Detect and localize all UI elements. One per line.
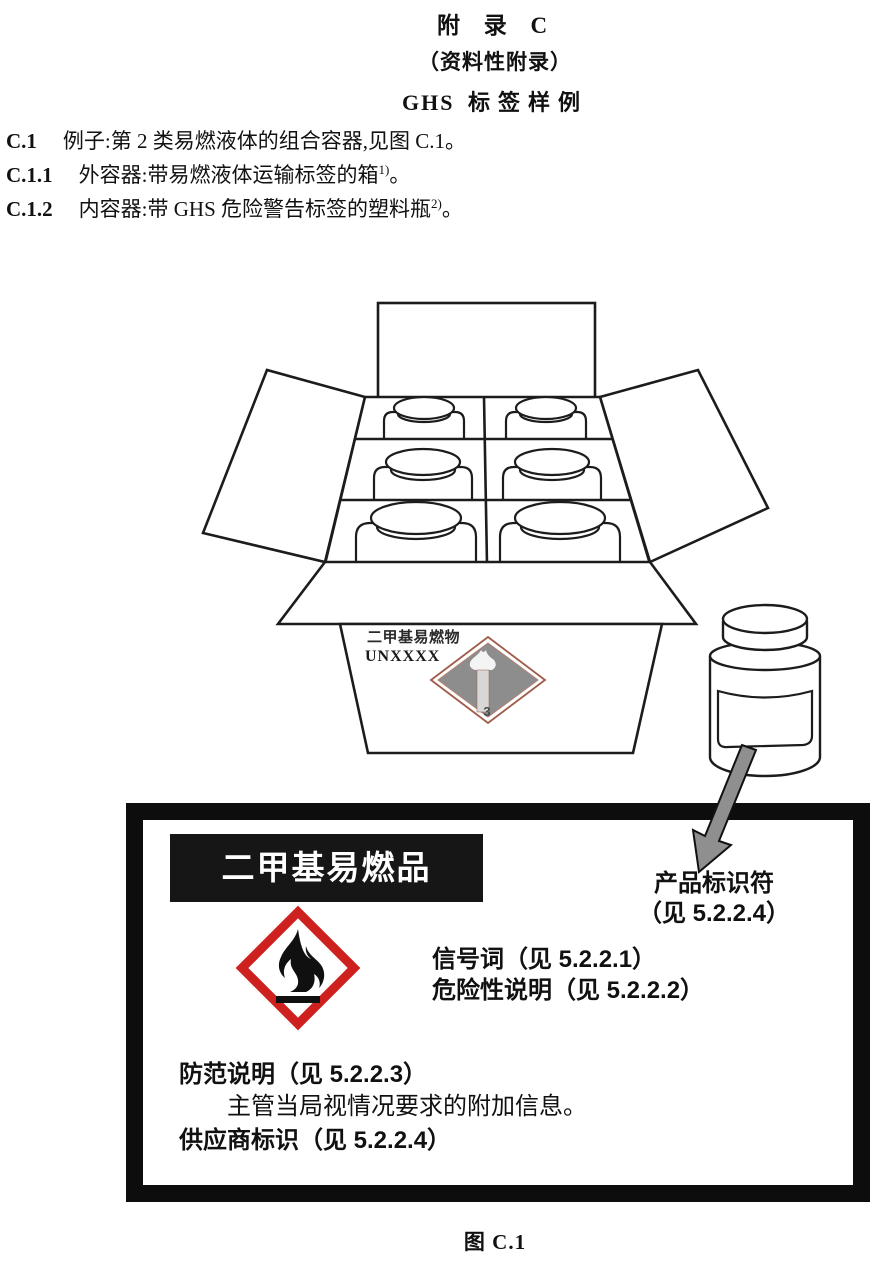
clause-text: 外容器:带易燃液体运输标签的箱 (78, 163, 379, 187)
product-name-bar: 二甲基易燃品 (170, 834, 483, 902)
carton-front (275, 560, 699, 755)
appendix-heading-cjk: 标签样例 (467, 90, 588, 115)
product-name: 二甲基易燃品 (221, 849, 432, 886)
appendix-subtitle: （资料性附录） (418, 50, 572, 74)
supplier-note: 供应商标识（见 5.2.2.4） (179, 1127, 452, 1154)
inner-bottles (354, 395, 622, 564)
clause-text: 内容器:带 GHS 危险警告标签的塑料瓶 (78, 197, 432, 221)
carton-box (201, 301, 770, 566)
inner-bottle (354, 500, 478, 564)
footnote-ref-2: 2) (431, 196, 442, 211)
bottle-cap-rim (721, 621, 809, 652)
precautionary-note: 防范说明（见 5.2.2.3） (179, 1061, 428, 1088)
appendix-heading: GHS 标签样例 (114, 85, 876, 117)
appendix-title: 附 录 C (436, 13, 554, 38)
class3-flammable-label: 3 (429, 635, 547, 725)
transport-torch-icon (476, 669, 490, 713)
transport-class-number: 3 (483, 704, 490, 719)
carton-left-flap (201, 368, 367, 564)
clause-number: C.1.1 (6, 163, 53, 187)
product-identifier-line2: （见 5.2.2.4） (637, 900, 791, 927)
ghs-flame-pictogram-icon (235, 905, 361, 1031)
clause-text-tail: 。 (441, 197, 463, 221)
clause-c1: C.1 例子:第 2 类易燃液体的组合容器,见图 C.1。 (6, 124, 866, 158)
bottle-label-panel (716, 689, 814, 749)
transport-label-border (429, 635, 547, 725)
carton-front-face (338, 622, 664, 755)
appendix-heading-latin: GHS (402, 90, 455, 115)
clause-text-tail: 。 (389, 163, 411, 187)
clause-number: C.1.2 (6, 197, 53, 221)
plastic-bottle (708, 603, 822, 778)
bottle-shoulder (708, 640, 822, 672)
transport-flame-icon (469, 650, 496, 670)
un-number-text: UNXXXX (365, 648, 440, 665)
figure-caption: 图 C.1 (463, 1230, 527, 1254)
product-identifier-line1: 产品标识符 (654, 870, 774, 897)
clause-list: C.1 例子:第 2 类易燃液体的组合容器,见图 C.1。 C.1.1 外容器:带易… (6, 124, 866, 226)
clause-text: 例子:第 2 类易燃液体的组合容器,见图 C.1。 (62, 129, 467, 153)
transport-label-fill (437, 642, 539, 718)
bottle-cap (721, 603, 809, 635)
ghs-label: 二甲基易燃品 信号词（见 5.2.2.1） 危险性说明（见 5.2.2.2） 产… (126, 803, 870, 1202)
hazard-statement-note: 危险性说明（见 5.2.2.2） (432, 977, 705, 1004)
carton-dividers (340, 396, 631, 565)
clause-number: C.1 (6, 129, 37, 153)
label-bottom-notes: 防范说明（见 5.2.2.3） 主管当局视情况要求的附加信息。 供应商标识（见 … (179, 1058, 587, 1157)
inner-bottle (382, 395, 466, 439)
carton-right-flap (598, 368, 770, 564)
signal-word-block: 信号词（见 5.2.2.1） 危险性说明（见 5.2.2.2） (432, 944, 704, 1006)
inner-bottle (498, 500, 622, 564)
footnote-ref-1: 1) (378, 162, 390, 177)
product-identifier-note: 产品标识符 （见 5.2.2.4） (604, 869, 824, 929)
inner-bottle (504, 395, 588, 439)
bottle-body (708, 656, 822, 778)
clause-c11: C.1.1 外容器:带易燃液体运输标签的箱1)。 (6, 158, 866, 192)
inner-bottle (501, 447, 603, 500)
carton-front-flap (275, 560, 699, 626)
shipping-name-text: 二甲基易燃物 (367, 628, 460, 646)
clause-c12: C.1.2 内容器:带 GHS 危险警告标签的塑料瓶2)。 (6, 192, 866, 226)
carton-interior (323, 395, 652, 566)
appendix-heading-block: 附 录 C （资料性附录） GHS 标签样例 (114, 6, 876, 117)
inner-bottle (372, 447, 474, 500)
carton-top-flap (376, 301, 597, 400)
signal-word-note: 信号词（见 5.2.2.1） (432, 946, 657, 973)
additional-info-note: 主管当局视情况要求的附加信息。 (227, 1094, 587, 1120)
